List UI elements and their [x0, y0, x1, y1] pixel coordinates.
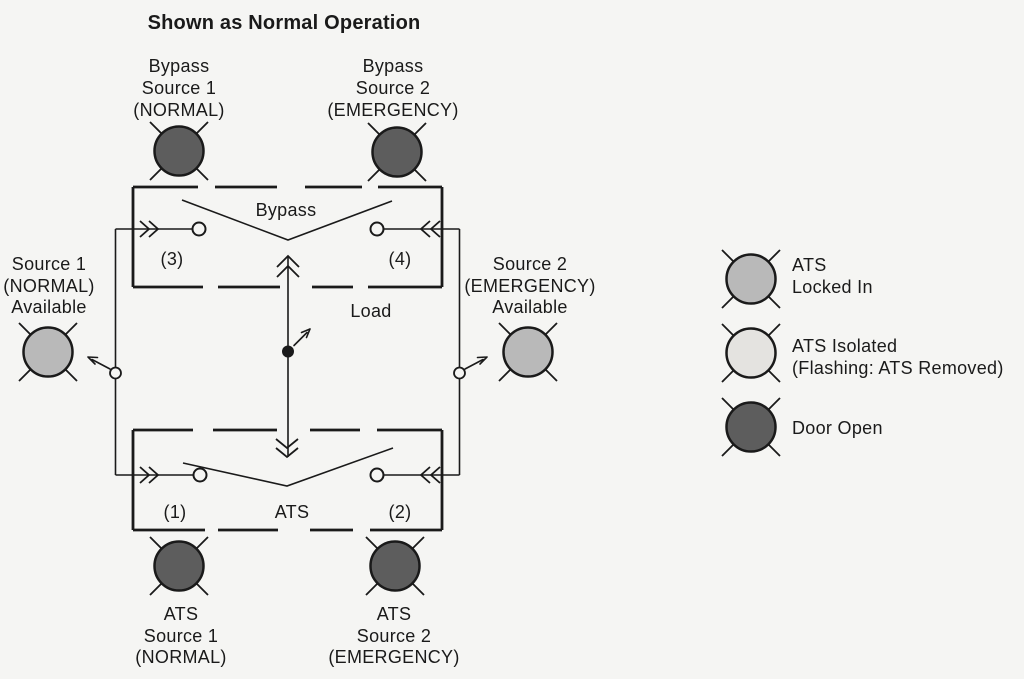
lamp-source-2-available-icon [502, 326, 554, 378]
load-tap-dot [282, 345, 294, 358]
bypass-switch-blades-open [181, 199, 393, 241]
source-2-sense-arrow [464, 356, 488, 370]
legend-label-line: (Flashing: ATS Removed) [792, 358, 1004, 378]
bypass-pole3-label: (3) [161, 249, 184, 269]
load-connection: Load [275, 254, 391, 459]
legend-lamp-isolated-icon [725, 327, 777, 379]
legend-lamp-locked-in-icon [725, 253, 777, 305]
bypass-pole4-contact [369, 221, 385, 237]
lamp-ats-source-1-icon [153, 540, 205, 592]
load-label: Load [350, 301, 391, 321]
load-arrow [293, 328, 311, 347]
source-1-sense-arrow [87, 356, 111, 370]
lamp-label-line: ATS [164, 604, 199, 624]
ats-pole2-drawout-chevron-icon [419, 466, 441, 484]
lamp-ats-source-2: ATS Source 2 (EMERGENCY) [328, 536, 459, 667]
lamp-label-line: ATS [377, 604, 412, 624]
lamp-label-line: Source 1 [142, 78, 216, 98]
legend-label-line: ATS [792, 255, 827, 275]
ats-box-sides [131, 430, 444, 530]
ats-pole2-label: (2) [389, 502, 412, 522]
lamp-label-line: (NORMAL) [133, 100, 224, 120]
lamp-ats-source-2-icon [369, 540, 421, 592]
ats-pole1-drawout-chevron-icon [139, 466, 160, 484]
ats-box-label: ATS [275, 502, 310, 522]
legend: ATS Locked In ATS Isolated (Flashing: AT… [721, 249, 1004, 457]
ats-pole1-contact [192, 467, 208, 483]
source-2-feeder [453, 229, 488, 475]
lamp-bypass-source-1: Bypass Source 1 (NORMAL) [133, 56, 224, 181]
legend-label-line: ATS Isolated [792, 336, 897, 356]
lamp-label-line: Available [492, 297, 567, 317]
bypass-box-label: Bypass [256, 200, 317, 220]
bypass-box-sides [131, 187, 444, 287]
lamp-label-line: (NORMAL) [135, 647, 226, 667]
source-2-tap-circle [453, 366, 466, 380]
lamp-label-line: Bypass [363, 56, 424, 76]
bypass-pole4-label: (4) [389, 249, 412, 269]
lamp-label-line: (EMERGENCY) [327, 100, 458, 120]
lamp-bypass-source-2: Bypass Source 2 (EMERGENCY) [327, 56, 458, 182]
ats-pole1-label: (1) [164, 502, 187, 522]
bypass-switch-section: Bypass (3) (4) [115, 185, 460, 289]
ats-switch-section: ATS (1) (2) [115, 428, 460, 532]
lamp-label-line: Source 2 [356, 78, 430, 98]
legend-item-ats-isolated: ATS Isolated (Flashing: ATS Removed) [721, 323, 1004, 383]
lamp-label-line: Source 1 [144, 626, 218, 646]
lamp-label-line: Available [11, 297, 86, 317]
lamp-source-1-available: Source 1 (NORMAL) Available [3, 254, 94, 382]
diagram-title: Shown as Normal Operation [148, 12, 421, 34]
legend-item-ats-locked-in: ATS Locked In [721, 249, 873, 309]
bypass-pole3-drawout-chevron-icon [139, 220, 160, 238]
source-1-tap-circle [109, 366, 122, 380]
legend-item-door-open: Door Open [721, 397, 883, 457]
lamp-source-1-available-icon [22, 326, 74, 378]
lamp-label-line: Source 2 [493, 254, 567, 274]
lamp-bypass-source-1-icon [153, 125, 205, 177]
bypass-pole4-drawout-chevron-icon [419, 220, 441, 238]
legend-label-line: Door Open [792, 418, 883, 438]
lamp-label-line: Source 1 [12, 254, 86, 274]
lamp-source-2-available: Source 2 (EMERGENCY) Available [464, 254, 595, 382]
lamp-label-line: Source 2 [357, 626, 431, 646]
load-lower-drawout-chevron-icon [275, 438, 299, 459]
legend-lamp-door-open-icon [725, 401, 777, 453]
lamp-label-line: (EMERGENCY) [464, 276, 595, 296]
source-1-feeder [87, 229, 122, 475]
bypass-pole3-contact [191, 221, 207, 237]
lamp-ats-source-1: ATS Source 1 (NORMAL) [135, 536, 226, 667]
ats-pole2-contact [369, 467, 385, 483]
lamp-bypass-source-2-icon [371, 126, 423, 178]
ats-switch-blades-closed-source1 [182, 447, 394, 487]
load-upper-drawout-chevron-icon [276, 254, 300, 278]
lamp-label-line: Bypass [149, 56, 210, 76]
legend-label-line: Locked In [792, 277, 873, 297]
lamp-label-line: (NORMAL) [3, 276, 94, 296]
lamp-label-line: (EMERGENCY) [328, 647, 459, 667]
